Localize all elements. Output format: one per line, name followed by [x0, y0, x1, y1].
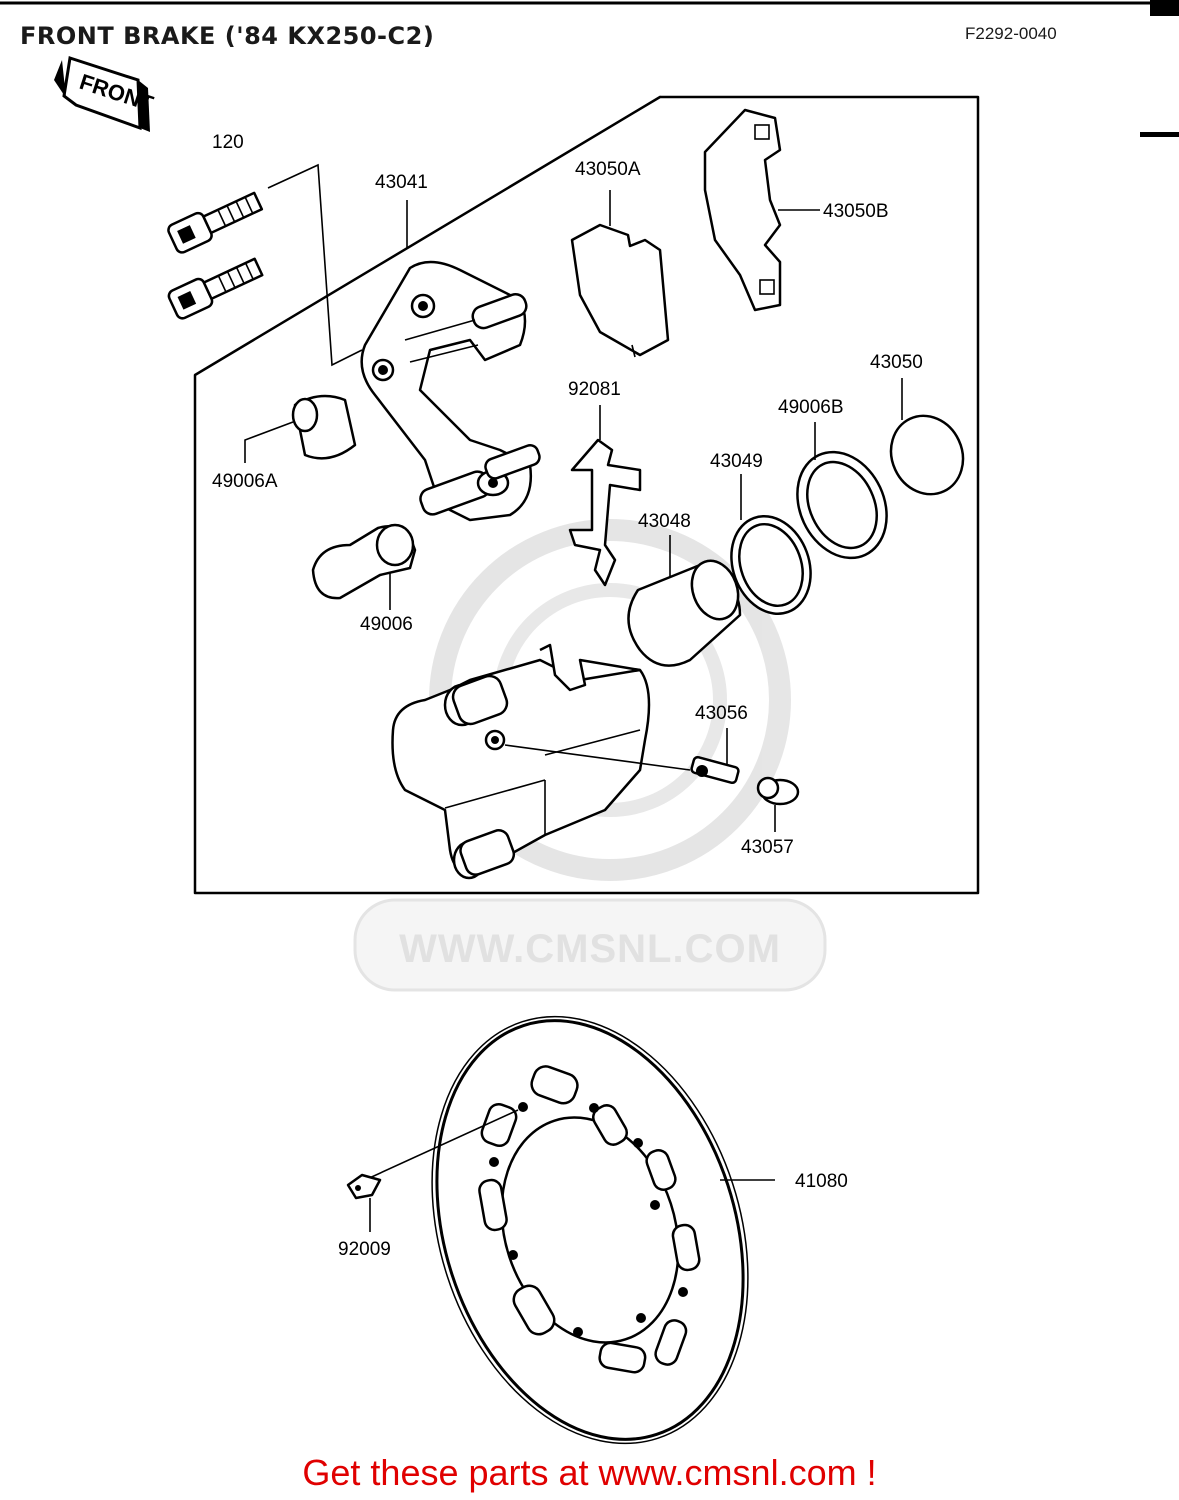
- pad-spring-clip: [568, 438, 642, 587]
- caliper-pin: [311, 523, 417, 600]
- caliper-assembly-frame: [193, 95, 980, 895]
- caliper-bracket: [360, 260, 541, 522]
- caliper-cap: [889, 414, 965, 496]
- front-arrow-icon: FRONT: [54, 56, 157, 132]
- page-title: FRONT BRAKE ('84 KX250-C2): [20, 22, 435, 50]
- part-callouts: 120 43041 43050A 43050B 43050 49006B 920…: [212, 132, 923, 1260]
- callout-43057: 43057: [741, 837, 794, 858]
- callout-43048: 43048: [638, 511, 691, 532]
- top-border: [0, 0, 1179, 137]
- callout-92009: 92009: [338, 1239, 391, 1260]
- caliper-body: [391, 643, 651, 880]
- callout-43050b: 43050B: [823, 201, 889, 222]
- bleeder-valve: [504, 744, 740, 785]
- callout-41080: 41080: [795, 1171, 848, 1192]
- callout-49006b: 49006B: [778, 397, 844, 418]
- brake-pad-b: [703, 108, 782, 312]
- brake-pad-a: [570, 223, 670, 358]
- boot-49006a: [291, 394, 357, 460]
- callout-43049: 43049: [710, 451, 763, 472]
- callout-120: 120: [212, 132, 244, 153]
- brake-disc: [431, 1015, 749, 1445]
- callout-43050a: 43050A: [575, 159, 641, 180]
- callout-49006a: 49006A: [212, 471, 278, 492]
- get-parts-link[interactable]: Get these parts at www.cmsnl.com !: [302, 1452, 877, 1493]
- callout-92081: 92081: [568, 379, 621, 400]
- callout-43056: 43056: [695, 703, 748, 724]
- watermark-logo: WWW.CMSNL.COM: [353, 519, 827, 992]
- bolt-leader-line: [267, 163, 363, 367]
- piston-seal: [730, 515, 812, 615]
- bleeder-cap: [756, 776, 800, 806]
- dust-seal: [796, 450, 888, 560]
- leader-49006a: [244, 421, 294, 463]
- disc-screw: [346, 1109, 519, 1200]
- watermark-text: WWW.CMSNL.COM: [399, 927, 781, 971]
- diagram-code: F2292-0040: [965, 24, 1057, 43]
- brake-piston: [627, 559, 742, 667]
- callout-49006: 49006: [360, 614, 413, 635]
- callout-43041: 43041: [375, 172, 428, 193]
- callout-43050: 43050: [870, 352, 923, 373]
- caliper-bolts: [167, 191, 264, 320]
